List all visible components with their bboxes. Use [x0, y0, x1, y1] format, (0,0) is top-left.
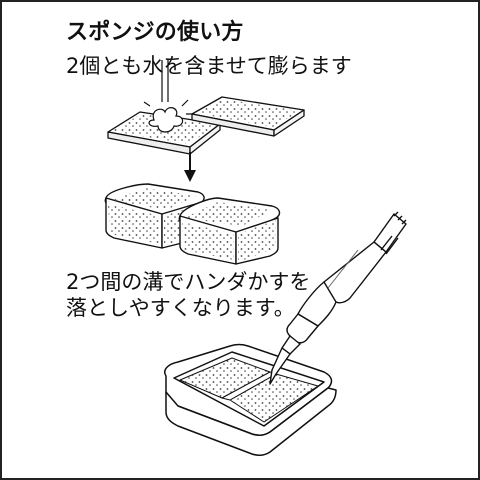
step-1-text: 2個とも水を含ませて膨らます — [66, 54, 352, 78]
flat-sponge-right — [191, 96, 305, 137]
step-2-text-line-2: 落としやすくなります。 — [66, 296, 295, 320]
soldering-iron — [269, 211, 407, 385]
arrow-down-icon — [184, 152, 196, 182]
page-title: スポンジの使い方 — [66, 20, 244, 45]
water-splash — [143, 60, 194, 133]
sponge-tray — [164, 343, 337, 457]
swollen-sponge-right — [178, 197, 281, 265]
step-2-text-line-1: 2つ間の溝でハンダかすを — [66, 270, 311, 294]
